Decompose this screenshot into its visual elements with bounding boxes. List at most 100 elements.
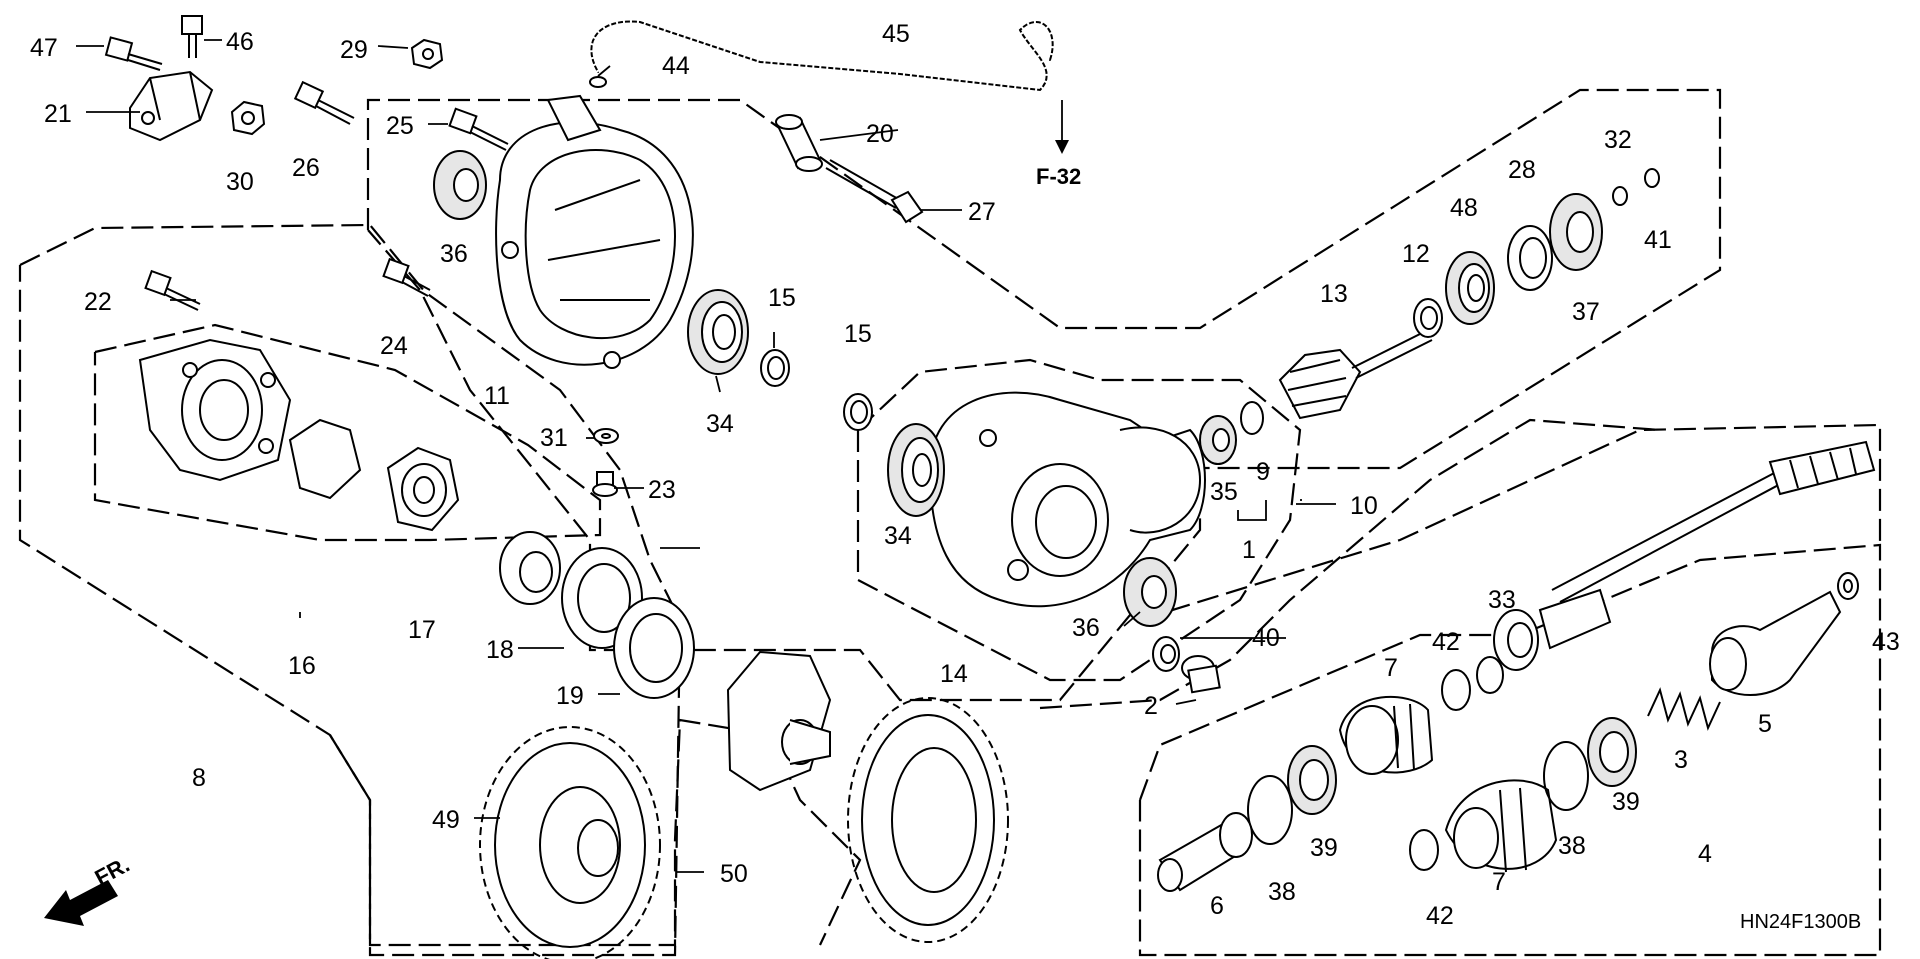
bearing-48-icon: [1445, 251, 1495, 325]
callout-37: 37: [1572, 298, 1600, 326]
callout-22: 22: [84, 288, 112, 316]
parts-art: [104, 15, 1876, 959]
callout-29: 29: [340, 36, 368, 64]
callout-34-top: 34: [706, 410, 734, 438]
callout-48: 48: [1450, 194, 1478, 222]
outline-axle-group-4: [1138, 543, 1882, 957]
callout-15-mid: 15: [844, 320, 872, 348]
bolt-27-icon: [825, 159, 924, 224]
cam-hub-icon: [499, 531, 561, 605]
callout-40: 40: [1252, 624, 1280, 652]
pinion-gear-13-icon: [1278, 329, 1433, 420]
callout-12: 12: [1402, 240, 1430, 268]
shim-12-icon: [1413, 298, 1443, 338]
bolt-22-icon: [144, 269, 201, 311]
circlip-33b-icon: [1476, 656, 1504, 694]
callout-42-top: 42: [1432, 628, 1460, 656]
bearing-34-top-icon: [687, 289, 749, 375]
differential-cover-icon: [726, 650, 832, 792]
bearing-34-mid-icon: [887, 423, 945, 517]
callout-6: 6: [1210, 892, 1224, 920]
callout-5: 5: [1758, 710, 1772, 738]
callout-7-bottom: 7: [1492, 868, 1506, 896]
callout-23: 23: [648, 476, 676, 504]
callout-28: 28: [1508, 156, 1536, 184]
ring-38-top-icon: [1247, 775, 1293, 845]
outline-differential-group-8: [18, 223, 682, 957]
cam-follower-17-icon: [386, 446, 460, 532]
ring-gear-49-icon: [479, 726, 661, 959]
callout-26: 26: [292, 154, 320, 182]
diagram-code: HN24F1300B: [1740, 911, 1861, 933]
callout-19: 19: [556, 682, 584, 710]
outline-case-group-50: [329, 718, 862, 947]
shim-19-icon: [613, 597, 695, 699]
band-39-bottom-icon: [1587, 717, 1637, 787]
band-39-top-icon: [1287, 745, 1337, 815]
callout-13: 13: [1320, 280, 1348, 308]
callout-1: 1: [1242, 536, 1256, 564]
o-ring-32-icon: [1612, 186, 1628, 206]
callout-50: 50: [720, 860, 748, 888]
callout-44: 44: [662, 52, 690, 80]
clip-44-icon: [589, 76, 607, 88]
callout-46: 46: [226, 28, 254, 56]
boot-7-bottom-icon: [1444, 779, 1558, 873]
bolt-46-icon: [181, 15, 203, 58]
housing-11-icon: [495, 94, 694, 369]
callout-18: 18: [486, 636, 514, 664]
circlip-42-top-icon: [1441, 669, 1471, 711]
outline-case-group-16: [93, 323, 602, 542]
callout-34-mid: 34: [884, 522, 912, 550]
reference-label: F-32: [1036, 164, 1081, 189]
callout-35: 35: [1210, 478, 1238, 506]
callout-27: 27: [968, 198, 996, 226]
front-direction-label: FR.: [91, 852, 134, 891]
outline-gear-case-10: [856, 358, 1302, 682]
ring-38-bottom-icon: [1543, 741, 1589, 811]
differential-case-16-icon: [138, 338, 362, 500]
leader-lines: [76, 39, 1336, 873]
callout-32: 32: [1604, 126, 1632, 154]
callout-36-top: 36: [440, 240, 468, 268]
callout-43: 43: [1872, 628, 1900, 656]
callout-10: 10: [1350, 492, 1378, 520]
callout-38-bottom: 38: [1558, 832, 1586, 860]
shim-15-mid-icon: [843, 393, 873, 431]
drive-shaft-icon: [1551, 440, 1876, 603]
callout-42-bottom: 42: [1426, 902, 1454, 930]
joint-6-icon: [1157, 812, 1253, 892]
callout-25: 25: [386, 112, 414, 140]
nut-43-icon: [1837, 572, 1859, 600]
front-direction-arrow-icon: FR.: [44, 852, 134, 926]
callout-4: 4: [1698, 840, 1712, 868]
bracket-21-icon: [129, 70, 214, 142]
circlip-42-bottom-icon: [1409, 829, 1439, 871]
callout-24: 24: [380, 332, 408, 360]
callout-7-top: 7: [1384, 654, 1398, 682]
callout-numbers: 47 46 21 30 26 29 25 36 44 45 20 27 32 4…: [30, 20, 1900, 930]
breather-tube-45-icon: [588, 19, 1069, 154]
callout-17: 17: [408, 616, 436, 644]
drain-bolt-2-icon: [1181, 655, 1221, 694]
callout-41: 41: [1644, 226, 1672, 254]
boot-7-top-icon: [1338, 695, 1434, 775]
callout-39-bottom: 39: [1612, 788, 1640, 816]
callout-38-top: 38: [1268, 878, 1296, 906]
callout-2: 2: [1144, 692, 1158, 720]
callout-47: 47: [30, 34, 58, 62]
collar-20-icon: [775, 114, 823, 172]
callout-39-top: 39: [1310, 834, 1338, 862]
bolt-26-icon: [293, 80, 355, 125]
nut-29-icon: [410, 38, 444, 70]
bolt-47-icon: [104, 36, 163, 71]
nut-30-icon: [230, 100, 266, 136]
washer-31-icon: [593, 428, 619, 444]
oil-seal-36-icon: [433, 150, 487, 220]
oil-seal-36-mid-icon: [1123, 557, 1177, 627]
callout-36-mid: 36: [1072, 614, 1100, 642]
washer-40-icon: [1152, 636, 1180, 672]
joint-33-icon: [1493, 588, 1612, 671]
callout-14: 14: [940, 660, 968, 688]
